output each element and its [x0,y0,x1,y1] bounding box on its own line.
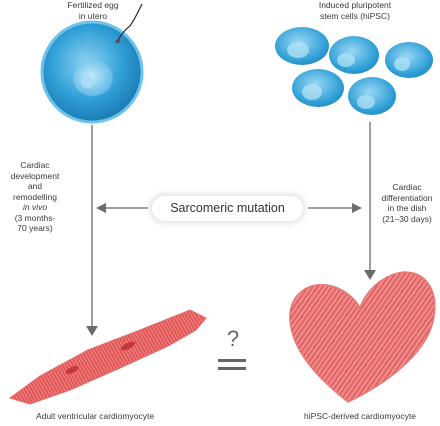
left-process-line7: 70 years) [17,223,53,233]
left-process-line4: remodelling [13,191,57,202]
sarcomeric-mutation-label: Sarcomeric mutation [152,196,303,221]
mutation-left-arrow [96,203,148,213]
left-process-line2: development [10,170,60,181]
equal-bar-top [218,359,246,362]
mutation-right-arrow [308,203,362,213]
egg-label: Fertilized egg in utero [38,0,148,21]
right-process-line4: (21–30 days) [382,213,432,224]
hipsc-cells-icon [275,27,433,115]
right-process-label: Cardiac differentiation in the dish (21–… [374,182,440,224]
left-process-line5: in vivo [22,202,48,212]
adult-cardiomyocyte-caption: Adult ventricular cardiomyocyte [35,411,155,421]
left-process-line1: Cardiac [20,160,50,170]
egg-label-line1: Fertilized egg [67,0,119,10]
left-process-line6: (3 months- [14,212,56,223]
hipsc-cardiomyocyte-icon [289,271,436,403]
equal-bar-bottom [218,367,246,370]
egg-label-line2: in utero [78,10,108,21]
left-process-label: Cardiac development and remodelling in v… [2,160,68,234]
hipsc-label-line1: Induced pluripotent [318,0,392,10]
adult-cardiomyocyte-icon [8,309,207,405]
hipsc-label-line2: stem cells (hiPSC) [320,10,390,21]
hipsc-cardiomyocyte-caption: hiPSC-derived cardiomyocyte [304,411,416,421]
left-process-line3: and [27,181,43,191]
fertilized-egg-icon [40,3,144,124]
hipsc-label: Induced pluripotent stem cells (hiPSC) [300,0,410,21]
right-process-line2: differentiation [381,192,433,203]
question-mark: ? [226,326,240,351]
right-process-line1: Cardiac [392,182,422,192]
left-development-arrow [86,125,98,336]
right-differentiation-arrow [364,122,376,280]
right-process-line3: in the dish [387,203,427,213]
